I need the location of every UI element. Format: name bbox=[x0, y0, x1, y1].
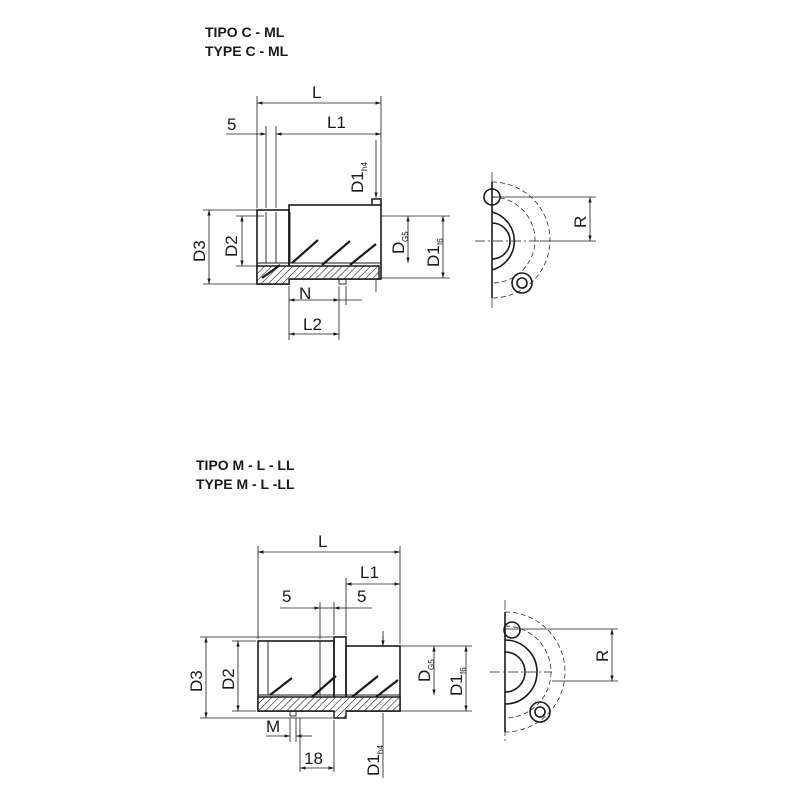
end-c-outer-dashed-arc bbox=[491, 181, 551, 299]
dim-c-R-label-group: R bbox=[571, 216, 590, 228]
type-m-title-en: TYPE M - L -LL bbox=[196, 476, 295, 492]
bushing-c-hatched-wall bbox=[256, 265, 380, 285]
bushing-m-hatched-wall bbox=[257, 696, 401, 719]
dim-c-D3-label: D3 bbox=[190, 240, 209, 262]
bushing-m-groove-2 bbox=[311, 675, 337, 698]
dim-m-18-label: 18 bbox=[304, 749, 323, 768]
type-c-title-en: TYPE C - ML bbox=[205, 43, 289, 59]
dim-c-DG5-label: D bbox=[389, 242, 408, 254]
bushing-c-groove-2 bbox=[321, 240, 351, 266]
dim-c-L1-label: L1 bbox=[327, 113, 346, 132]
dim-m-R-label-group: R bbox=[593, 650, 612, 662]
dim-m-L-label: L bbox=[318, 532, 327, 551]
end-m-bore-arc bbox=[504, 651, 526, 693]
dim-m-5-right-label: 5 bbox=[357, 587, 366, 606]
end-c-screw-head bbox=[511, 272, 533, 294]
type-c-title-it: TIPO C - ML bbox=[205, 24, 285, 40]
dim-c-D1h4-label: D1 bbox=[348, 171, 367, 193]
bushing-m-dimension-lines bbox=[204, 550, 468, 770]
dim-m-D1f6-label-group: D1 f6 bbox=[447, 667, 468, 696]
dim-c-L2-label: L2 bbox=[303, 315, 322, 334]
dim-m-D1h4-sub: h4 bbox=[376, 745, 385, 754]
bushing-m-end-view bbox=[490, 600, 618, 744]
bushing-c-end-view bbox=[475, 172, 596, 310]
dim-c-DG5-label-group: D G5 bbox=[389, 231, 410, 254]
dim-c-D2-label-group: D2 bbox=[222, 235, 241, 257]
dim-m-R-label: R bbox=[593, 650, 612, 662]
bushing-c-dimension-lines bbox=[207, 101, 445, 336]
dim-c-L-label: L bbox=[312, 83, 321, 102]
dim-c-D1f6-sub: f6 bbox=[436, 238, 445, 245]
bushing-m-notch bbox=[289, 710, 297, 717]
dim-c-D2-label: D2 bbox=[222, 235, 241, 257]
end-m-flange-arc bbox=[504, 639, 538, 705]
bushing-c-side-view bbox=[256, 198, 382, 285]
dim-c-R-label: R bbox=[571, 216, 590, 228]
type-m-title-it: TIPO M - L - LL bbox=[196, 457, 295, 473]
end-m-outer-dashed-arc bbox=[504, 611, 566, 733]
dim-c-D3-label-group: D3 bbox=[190, 240, 209, 262]
dim-c-DG5-sub: G5 bbox=[401, 231, 410, 242]
dim-m-DG5-label: D bbox=[415, 670, 434, 682]
dim-m-M-label: M bbox=[266, 717, 280, 736]
end-c-mid-dashed-arc bbox=[491, 196, 536, 284]
bushing-c-groove-4 bbox=[261, 264, 281, 279]
dim-c-D1h4-sub: h4 bbox=[360, 162, 369, 171]
bushing-c-groove-3 bbox=[349, 243, 377, 266]
dim-m-5-left-label: 5 bbox=[282, 587, 291, 606]
bushing-c-notch bbox=[338, 278, 347, 285]
dim-m-L1-label: L1 bbox=[360, 563, 379, 582]
dim-m-D1h4-label-group: D1 h4 bbox=[364, 745, 385, 776]
dim-m-D2-label: D2 bbox=[219, 668, 238, 690]
dim-c-N-label: N bbox=[299, 284, 311, 303]
end-m-screw-socket bbox=[534, 706, 546, 718]
end-c-screw-socket bbox=[516, 277, 528, 289]
bushing-m-groove-4 bbox=[375, 679, 399, 698]
dim-c-D1f6-label: D1 bbox=[424, 245, 443, 267]
dim-c-D1f6-label-group: D1 f6 bbox=[424, 238, 445, 267]
bushing-m-groove-1 bbox=[269, 677, 293, 696]
dim-m-D3-label: D3 bbox=[187, 670, 206, 692]
dim-m-D3-label-group: D3 bbox=[187, 670, 206, 692]
bushing-m-side-view bbox=[257, 636, 401, 719]
bushing-c-groove-1 bbox=[291, 239, 319, 264]
bushing-c-extension-lines bbox=[203, 96, 450, 340]
dim-m-D1h4-label: D1 bbox=[364, 754, 383, 776]
end-m-screw-top bbox=[503, 621, 521, 639]
dim-m-D2-label-group: D2 bbox=[219, 668, 238, 690]
dim-c-5-label: 5 bbox=[227, 115, 236, 134]
end-m-screw-head bbox=[529, 701, 551, 723]
bushing-m-groove-3 bbox=[351, 675, 379, 698]
type-c-ml-section: TIPO C - ML TYPE C - ML bbox=[190, 24, 596, 340]
type-m-l-ll-section: TIPO M - L - LL TYPE M - L -LL bbox=[187, 457, 618, 778]
dim-m-DG5-sub: G5 bbox=[427, 659, 436, 670]
dim-m-DG5-label-group: D G5 bbox=[415, 659, 436, 682]
end-c-bore-arc bbox=[491, 222, 511, 260]
dim-m-D1f6-label: D1 bbox=[447, 674, 466, 696]
dim-m-D1f6-sub: f6 bbox=[459, 667, 468, 674]
dim-c-D1h4-label-group: D1 h4 bbox=[348, 162, 369, 193]
bushing-c-lip bbox=[371, 198, 382, 205]
bushing-m-extension-lines bbox=[200, 546, 472, 778]
